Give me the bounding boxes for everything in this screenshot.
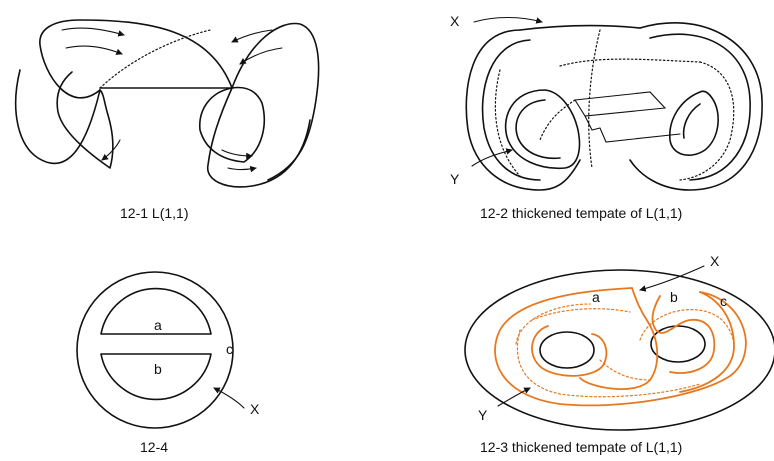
flow-arrow-1 (61, 27, 125, 37)
flow-arrow-4 (239, 47, 283, 65)
y-pointer-12-3 (497, 387, 531, 407)
orbit-left-hole (531, 325, 608, 377)
center-block-2 (584, 115, 681, 143)
label-x-12-3: X (710, 253, 720, 269)
x-pointer (473, 17, 543, 24)
caption-12-2: 12-2 thickened tempate of L(1,1) (480, 205, 682, 221)
label-b-12-3: b (670, 289, 678, 305)
right-hole (199, 86, 266, 163)
left-hole-ellipse (539, 331, 595, 369)
hidden-edge-1 (559, 58, 701, 67)
label-c-12-3: c (720, 293, 727, 309)
outer-surface-right (629, 22, 763, 191)
label-y-12-2: Y (450, 171, 460, 187)
left-hole (56, 71, 114, 169)
upper-half-disk (100, 287, 212, 335)
x-pointer-12-4 (213, 387, 245, 409)
label-x-12-2: X (450, 13, 460, 29)
orbit-dotted-2 (531, 308, 631, 321)
left-hole-thick-inner (515, 99, 561, 160)
orbit-dotted-5 (599, 359, 651, 381)
caption-12-3: 12-3 thickened tempate of L(1,1) (480, 439, 682, 455)
left-hole-thick (504, 89, 581, 170)
orbit-dotted-1 (516, 329, 701, 398)
thickened-template-figure: X Y 12-2 thickened tempate of L(1,1) (450, 13, 763, 221)
flow-arrow-5 (101, 139, 121, 161)
label-x-12-4: X (250, 401, 260, 417)
hidden-edge-3 (679, 61, 735, 181)
orbit-a-loop (579, 287, 659, 390)
label-b-12-4: b (154, 361, 162, 377)
flow-arrow-7 (227, 165, 257, 173)
left-wing (14, 69, 101, 165)
surface-ellipse (464, 269, 774, 431)
right-lobe-outer (231, 22, 320, 181)
orbit-outer (494, 287, 747, 407)
flow-arrow-3 (231, 29, 273, 43)
hidden-edge-5 (588, 29, 601, 169)
right-hole-ellipse (650, 325, 706, 363)
disk-diagram-figure: a b c X 12-4 (76, 271, 260, 455)
label-c-12-4: c (226, 341, 233, 357)
y-pointer (471, 148, 513, 167)
lower-half-disk (100, 353, 212, 401)
left-lobe-outer (39, 19, 311, 188)
outer-circle (76, 271, 234, 429)
outer-surface-right-inner (649, 33, 751, 181)
caption-12-4: 12-4 (140, 439, 168, 455)
hidden-edge-2 (539, 99, 576, 141)
outer-surface-left (465, 29, 581, 191)
hidden-edge-4 (494, 69, 521, 177)
label-a-12-3: a (592, 289, 600, 305)
label-a-12-4: a (154, 317, 162, 333)
right-hole-thick (669, 90, 719, 156)
x-pointer-12-3 (639, 265, 705, 292)
orbit-dotted-4 (639, 309, 735, 381)
flow-arrow-6 (221, 149, 253, 160)
template-l11-figure: 12-1 L(1,1) (14, 19, 320, 221)
orbit-dotted-3 (515, 303, 591, 345)
center-block (574, 91, 667, 117)
flow-arrow-2 (65, 45, 123, 55)
label-y-12-3: Y (478, 407, 488, 423)
outer-surface-left-inner (481, 39, 541, 181)
orbit-surface-figure: X Y a b c 12-3 thickened tempate of L(1,… (464, 253, 774, 455)
right-hole-thick-inner (682, 103, 701, 139)
branch-arc-dotted (99, 29, 211, 89)
top-arch (519, 24, 641, 31)
caption-12-1: 12-1 L(1,1) (120, 205, 188, 221)
